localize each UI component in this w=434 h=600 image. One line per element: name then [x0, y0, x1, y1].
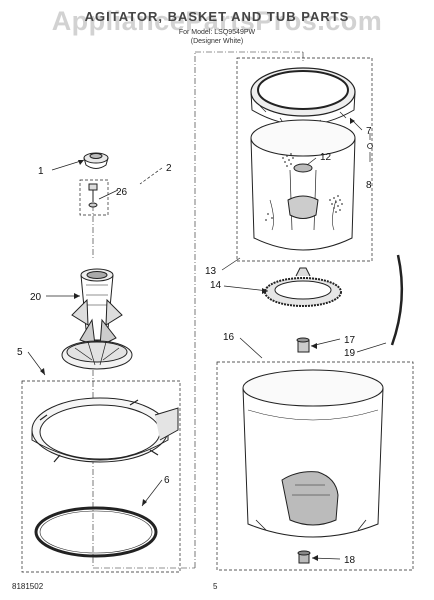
callout-18: 18	[344, 555, 356, 566]
callout-2: 2	[166, 163, 172, 174]
callout-5: 5	[17, 347, 23, 358]
spin-basket	[250, 119, 356, 251]
diagram-title: AGITATOR, BASKET AND TUB PARTS	[84, 9, 350, 24]
drive-hub	[264, 267, 342, 307]
agitator	[61, 268, 133, 370]
callout-16: 16	[223, 332, 235, 343]
page-number: 5	[213, 582, 218, 591]
agitator-bolt	[88, 183, 98, 208]
group-box-ring	[21, 380, 181, 573]
color-line: (Designer White)	[190, 38, 244, 45]
group-box-basket	[236, 57, 373, 262]
callout-12: 12	[320, 152, 332, 163]
callout-19: 19	[344, 348, 356, 359]
callout-26: 26	[116, 187, 128, 198]
model-line: For Model: LSQ9549PW	[178, 29, 256, 36]
balance-ring	[250, 67, 356, 127]
drive-nut	[296, 337, 310, 353]
outer-tub	[242, 369, 384, 538]
callout-20: 20	[30, 292, 42, 303]
callout-7-8-link	[367, 143, 373, 149]
callout-13: 13	[205, 266, 217, 277]
callout-8: 8	[366, 180, 372, 191]
callout-6: 6	[164, 475, 170, 486]
callout-1: 1	[38, 166, 44, 177]
tub-gasket	[34, 506, 158, 558]
watermark-text: AppliancePartsPros.com	[51, 6, 383, 36]
document-number: 8181502	[12, 582, 44, 591]
group-box-bolt	[79, 179, 109, 216]
agitator-cap	[83, 152, 109, 169]
callout-7: 7	[366, 126, 372, 137]
group-box-tub	[216, 361, 414, 571]
drain-hose	[390, 254, 404, 346]
tub-ring	[31, 397, 179, 463]
tub-nut	[297, 550, 311, 564]
callout-14: 14	[210, 280, 222, 291]
callout-17: 17	[344, 335, 356, 346]
